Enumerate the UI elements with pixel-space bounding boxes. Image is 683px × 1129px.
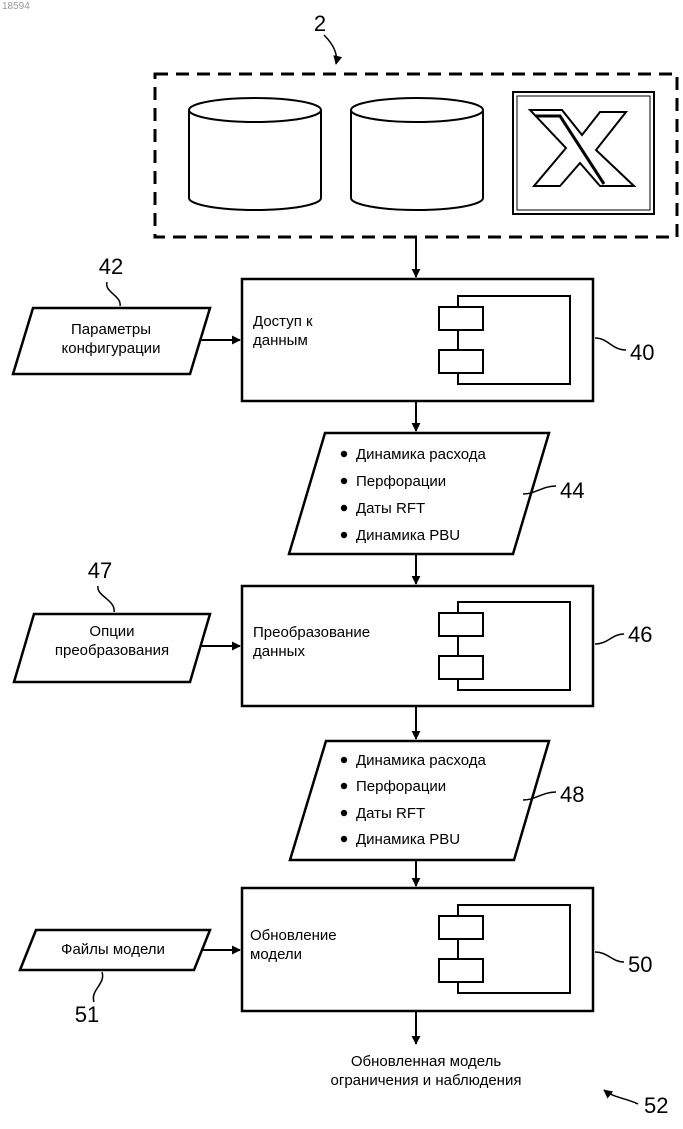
ref-leader-2 xyxy=(324,35,337,64)
ref-leader-51 xyxy=(93,972,102,1002)
process-label-line2: данных xyxy=(253,643,305,660)
input-label-line1: Параметры xyxy=(71,321,151,338)
component-icon xyxy=(439,602,570,690)
data-list-item: Даты RFT xyxy=(356,500,425,517)
ref-label-46: 46 xyxy=(628,622,652,647)
process-data-access: Доступ к данным 40 xyxy=(242,279,654,401)
process-data-transform: Преобразование данных 46 xyxy=(242,586,652,706)
input-label-line1: Опции xyxy=(89,623,134,640)
corner-id: 18594 xyxy=(2,1,30,12)
input-transform-options: Опции преобразования 47 xyxy=(14,558,240,682)
ref-leader-47 xyxy=(98,586,114,612)
database-icon xyxy=(351,98,483,210)
ref-leader-46 xyxy=(595,634,624,644)
process-label-line2: модели xyxy=(250,946,302,963)
ref-label-50: 50 xyxy=(628,952,652,977)
ref-leader-40 xyxy=(595,338,626,350)
data-list-item: Динамика PBU xyxy=(356,527,460,544)
data-list-item: Перфорации xyxy=(356,473,446,490)
input-config-params: Параметры конфигурации 42 xyxy=(13,254,240,374)
ref-label-48: 48 xyxy=(560,782,584,807)
output-updated-model: Обновленная модель ограничения и наблюде… xyxy=(331,1053,522,1089)
component-icon xyxy=(439,296,570,384)
database-icon xyxy=(189,98,321,210)
data-list-transformed: Динамика расхода Перфорации Даты RFT Дин… xyxy=(290,741,584,860)
data-list-item: Даты RFT xyxy=(356,805,425,822)
data-source-group: 2 xyxy=(155,11,677,237)
ref-leader-42 xyxy=(107,282,120,306)
data-list-item: Перфорации xyxy=(356,778,446,795)
process-label-line2: данным xyxy=(253,332,308,349)
ref-label-42: 42 xyxy=(99,254,123,279)
output-label-line2: ограничения и наблюдения xyxy=(331,1072,522,1089)
data-list-item: Динамика расхода xyxy=(356,752,487,769)
ref-label-40: 40 xyxy=(630,340,654,365)
ref-label-44: 44 xyxy=(560,478,584,503)
figure-ref-52: 52 xyxy=(604,1090,668,1118)
ref-label-52: 52 xyxy=(644,1093,668,1118)
output-label-line1: Обновленная модель xyxy=(351,1053,501,1070)
spreadsheet-app-icon xyxy=(513,92,654,214)
component-icon xyxy=(439,905,570,993)
ref-label-2: 2 xyxy=(314,11,326,36)
data-list-item: Динамика расхода xyxy=(356,446,487,463)
ref-label-47: 47 xyxy=(88,558,112,583)
ref-label-51: 51 xyxy=(75,1002,99,1027)
process-label-line1: Преобразование xyxy=(253,624,370,641)
input-model-files: Файлы модели 51 xyxy=(20,930,240,1027)
process-label-line1: Обновление xyxy=(250,927,337,944)
ref-leader-50 xyxy=(595,952,624,962)
process-model-update: Обновление модели 50 xyxy=(242,888,652,1011)
data-list-item: Динамика PBU xyxy=(356,831,460,848)
process-label-line1: Доступ к xyxy=(253,313,313,330)
data-list-raw: Динамика расхода Перфорации Даты RFT Дин… xyxy=(289,433,584,554)
input-label-line1: Файлы модели xyxy=(61,941,165,958)
input-label-line2: конфигурации xyxy=(62,340,161,357)
input-label-line2: преобразования xyxy=(55,642,169,659)
